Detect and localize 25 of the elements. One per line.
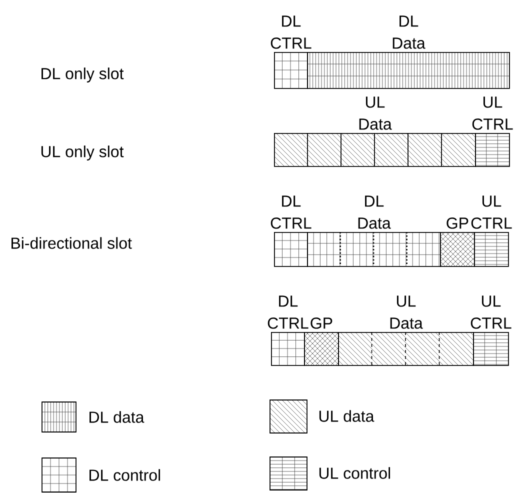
legend-label: DL control [90, 469, 160, 481]
node-label: UL Data [359, 96, 392, 130]
row-label: DL only slot [42, 68, 124, 82]
row-label: Bi-directional slot [12, 237, 132, 249]
slot-segment: DL CTRL [268, 296, 308, 366]
node-label: DL CTRL [268, 296, 308, 329]
legend-label: UL data [319, 410, 374, 422]
node-label: GP [446, 217, 468, 229]
legend-label: DL data [90, 411, 144, 423]
node-label: DL CTRL [270, 196, 312, 229]
node-label: DL Data [392, 16, 426, 49]
slot-segment: UL CTRL [471, 196, 512, 267]
node-label: DL CTRL [270, 16, 312, 49]
legend-label: UL control [319, 467, 390, 479]
node-label: DL Data [358, 196, 391, 229]
row-label: UL only slot [41, 146, 124, 160]
slot-segment: DL CTRL [270, 196, 312, 267]
node-label: UL Data [390, 296, 423, 329]
slot-segment: DL CTRL [270, 16, 312, 89]
node-label: UL CTRL [470, 296, 512, 329]
slot-segment: UL CTRL [470, 296, 512, 366]
node-label: GP [310, 317, 332, 329]
slot-segment: UL CTRL [472, 96, 513, 167]
node-label: UL CTRL [472, 96, 513, 130]
node-label: UL CTRL [471, 196, 512, 229]
